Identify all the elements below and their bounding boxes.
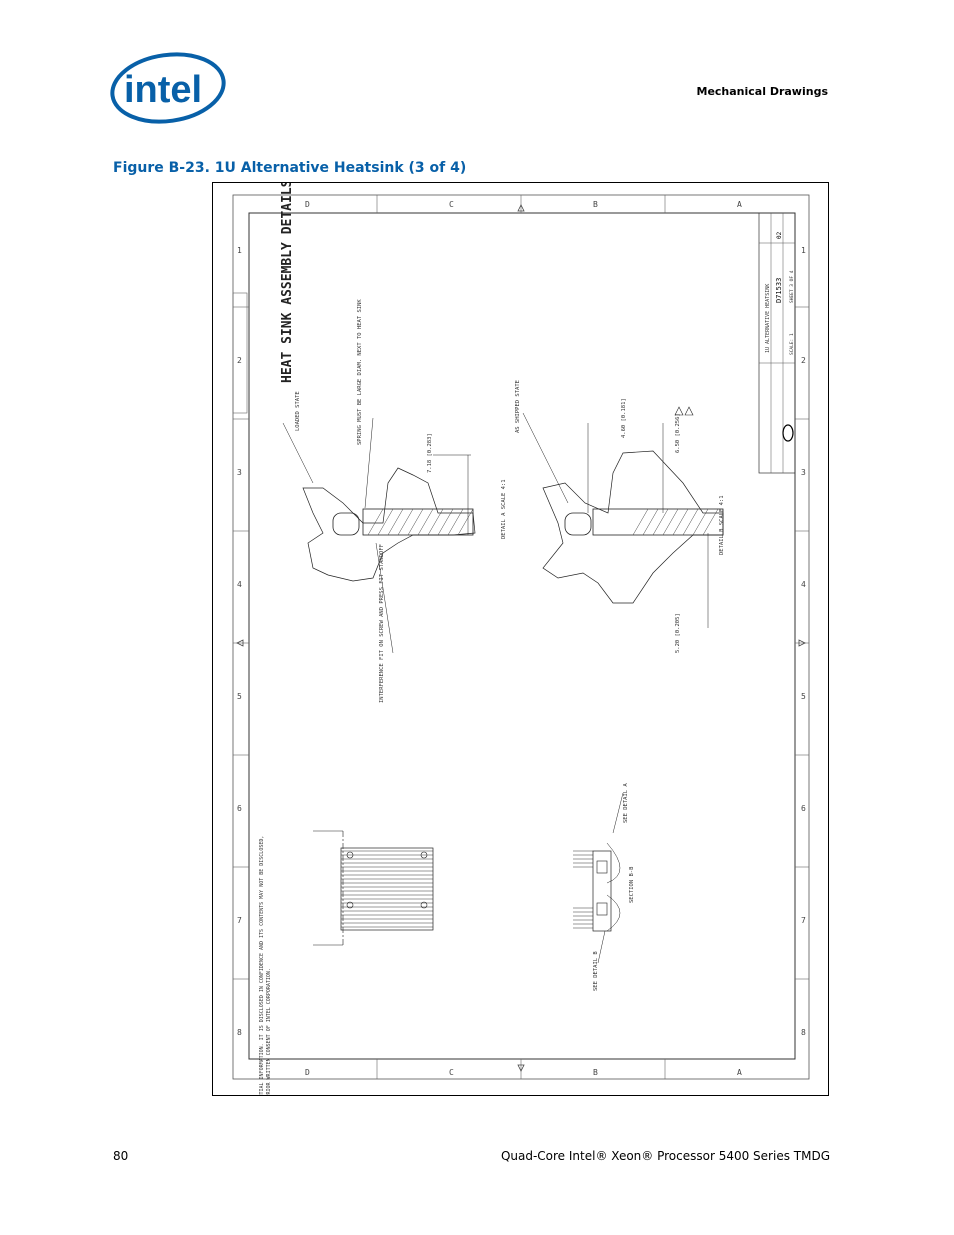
scale-label: SCALE: 1 [789, 333, 795, 355]
zone-col-7-right: 7 [801, 916, 806, 925]
zone-col-4-right: 4 [801, 580, 806, 589]
label-see-detail-a: SEE DETAIL A [623, 783, 629, 823]
zone-col-4-left: 4 [237, 580, 242, 589]
section-header: Mechanical Drawings [696, 85, 829, 98]
detail-a-caption: DETAIL A SCALE 4:1 [501, 479, 507, 539]
dimension-b: 4.60 [0.181] [621, 398, 627, 438]
document-title: Quad-Core Intel® Xeon® Processor 5400 Se… [500, 1149, 830, 1163]
confidentiality-notice: THIS DRAWING CONTAINS INTEL CORPORATION … [259, 835, 272, 1095]
dimension-a: 7.18 [0.283] [427, 433, 433, 473]
zone-row-c-bottom: C [449, 1068, 454, 1077]
detail-a-view: LOADED STATE SPRING MUST BE LARGE DIAM. … [282, 299, 507, 703]
sheet-number: SHEET 3 OF 4 [789, 270, 795, 303]
zone-col-8-left: 8 [237, 1028, 242, 1037]
zone-col-2-left: 2 [237, 356, 242, 365]
page-number: 80 [113, 1149, 129, 1163]
label-loaded-state: LOADED STATE [295, 391, 301, 431]
detail-b-view: AS SHIPPED STATE 4.60 [0.181] 6.50 [0.25… [515, 380, 725, 653]
zone-col-6-right: 6 [801, 804, 806, 813]
label-section-b-b: SECTION B-B [629, 866, 635, 903]
zone-col-8-right: 8 [801, 1028, 806, 1037]
zone-row-a-top: A [737, 200, 742, 209]
zone-row-b-top: B [593, 200, 598, 209]
drawing-title: HEAT SINK ASSEMBLY DETAILS [280, 183, 295, 383]
heatsink-top-view [313, 830, 434, 946]
intel-logo: intel [108, 50, 226, 126]
label-interference-note: INTERFERENCE FIT ON SCREW AND PRESS FIT … [379, 544, 385, 703]
zone-row-d-bottom: D [305, 1068, 310, 1077]
drawing-frame: D C B A D C B A 1 2 3 4 5 6 7 8 1 2 3 4 … [212, 182, 829, 1096]
mechanical-drawing: D C B A D C B A 1 2 3 4 5 6 7 8 1 2 3 4 … [232, 183, 810, 1095]
zone-col-7-left: 7 [237, 916, 242, 925]
zone-col-5-left: 5 [237, 692, 242, 701]
zone-col-2-right: 2 [801, 356, 806, 365]
revision: 02 [776, 231, 783, 239]
zone-row-b-bottom: B [593, 1068, 598, 1077]
dimension-d: 5.20 [0.205] [675, 613, 681, 653]
drawing-number: D71533 [775, 278, 783, 303]
zone-col-3-left: 3 [237, 468, 242, 477]
zone-col-1-left: 1 [237, 246, 242, 255]
section-b-b-view: SEE DETAIL A SEE DETAIL B SECTION B-B [573, 783, 635, 991]
zone-row-a-bottom: A [737, 1068, 742, 1077]
dimension-c: 6.50 [0.256] [675, 413, 681, 453]
label-spring-note: SPRING MUST BE LARGE DIAM. NEXT TO HEAT … [357, 299, 363, 445]
zone-col-1-right: 1 [801, 246, 806, 255]
label-as-shipped-state: AS SHIPPED STATE [515, 380, 521, 433]
zone-row-d-top: D [305, 200, 310, 209]
figure-title: Figure B-23. 1U Alternative Heatsink (3 … [113, 160, 467, 176]
zone-col-6-left: 6 [237, 804, 242, 813]
zone-row-c-top: C [449, 200, 454, 209]
zone-col-3-right: 3 [801, 468, 806, 477]
svg-text:intel: intel [124, 69, 202, 111]
zone-col-5-right: 5 [801, 692, 806, 701]
title-block: 1U ALTERNATIVE HEATSINK D71533 02 SHEET … [758, 212, 796, 474]
label-see-detail-b: SEE DETAIL B [593, 951, 599, 991]
title-block-title: 1U ALTERNATIVE HEATSINK [765, 284, 771, 353]
detail-b-caption: DETAIL B SCALE 4:1 [719, 495, 725, 555]
